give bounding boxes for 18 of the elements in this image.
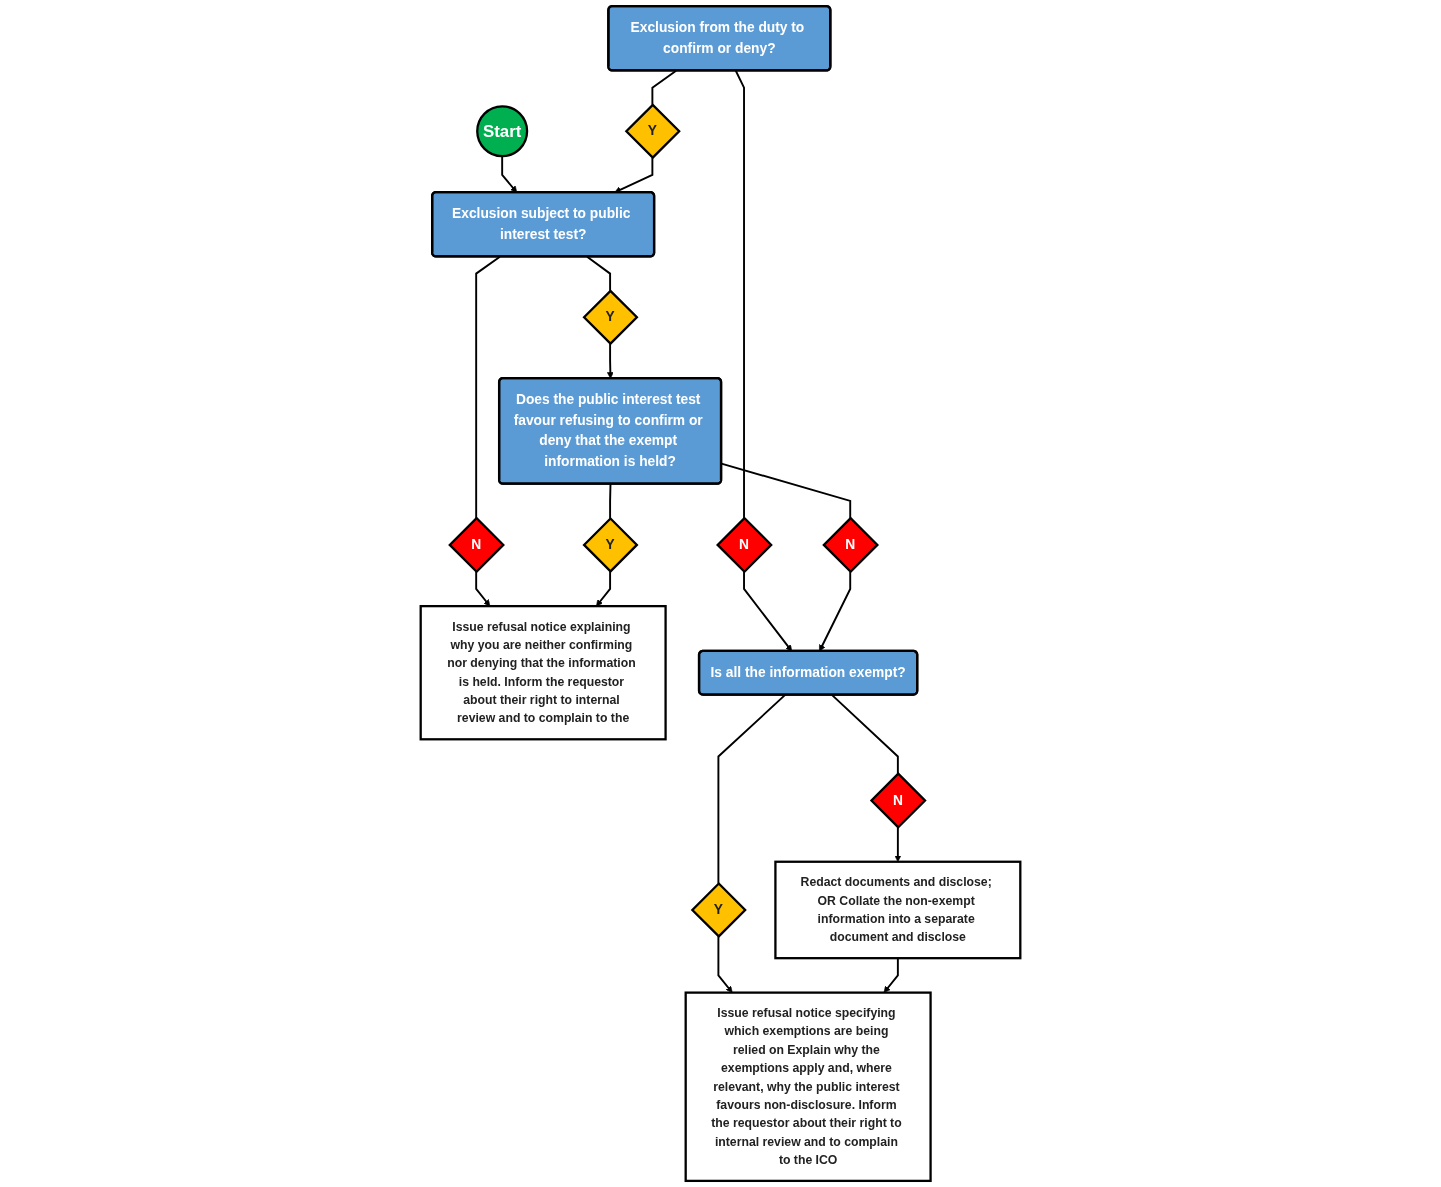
node-diamond: N [716,516,773,574]
node-box: Issue refusal notice explaining why you are neither confirming nor denying that the information is held. Inform the requestor about their right to internal review and to complain to the [419,605,667,741]
node-diamond: N [448,516,505,574]
arrow [607,342,614,379]
node-diamond: Y [582,289,639,346]
node-box: Redact documents and disclose; OR Collate the non-exempt information into a separate document and disclose [774,860,1022,960]
node-diamond: N [869,772,927,829]
connector [609,483,612,520]
node-diamond: N [822,516,879,574]
arrow [717,935,733,993]
arrow [475,570,491,607]
node-box: Issue refusal notice specifying which exemptions are being relied on Explain why the exemptions apply and, where relevant, why the public interest favours non-disclosure. Inform the requestor about their right to internal review and to complain to the ICO [684,991,932,1183]
node-diamond: Y [582,516,639,573]
arrow [614,156,654,193]
node-circle: Start [476,105,529,158]
node-diamond: Y [690,881,747,938]
node-diamond: Y [624,103,681,160]
arrow [596,570,612,607]
